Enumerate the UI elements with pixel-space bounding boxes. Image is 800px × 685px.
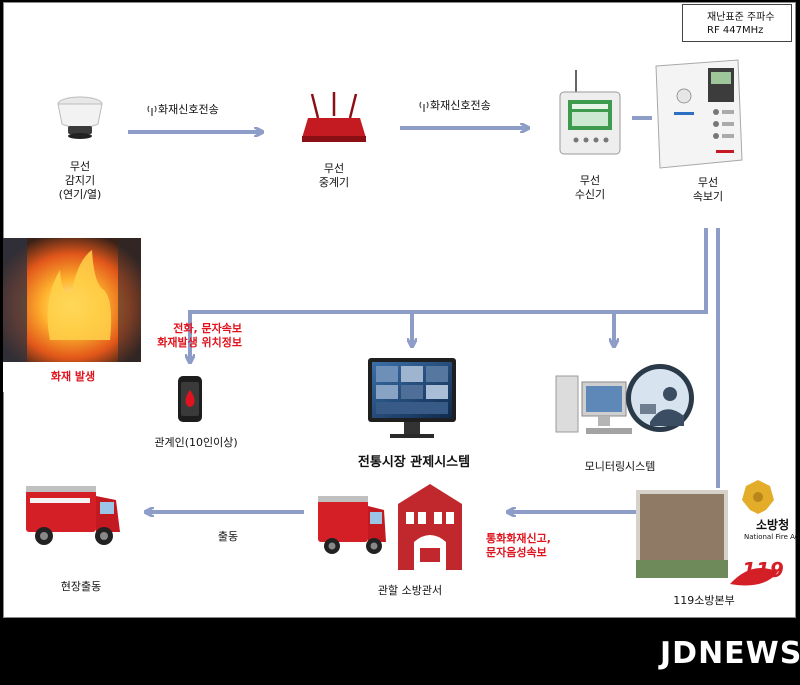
emergency-119-logo bbox=[730, 568, 778, 586]
alarm-label-line2: 속보기 bbox=[692, 190, 724, 203]
receiver-label-line2: 수신기 bbox=[574, 188, 606, 201]
signal-icon bbox=[147, 105, 157, 116]
fire-station-icon bbox=[398, 484, 462, 570]
fire-truck-icon bbox=[26, 486, 120, 545]
station-label: 관할 소방관서 bbox=[377, 584, 443, 597]
agency-name: 소방청 bbox=[756, 518, 790, 532]
notify-label: 전화, 문자속보 화재발생 위치정보 bbox=[148, 322, 242, 350]
alarm-transmitter-icon bbox=[655, 59, 743, 169]
signal-icon bbox=[419, 101, 429, 112]
stakeholder-label: 관계인(10인이상) bbox=[154, 436, 238, 449]
notify-label-line1: 전화, 문자속보 bbox=[173, 322, 242, 335]
emergency-number: 119 bbox=[742, 558, 784, 582]
hq-label: 119소방본부 bbox=[673, 594, 735, 607]
repeater-icon bbox=[302, 92, 366, 142]
diagram-graphics bbox=[3, 13, 778, 586]
arrow-alarm-distribution bbox=[190, 228, 708, 362]
alarm-label-line1: 무선 bbox=[697, 176, 719, 189]
frequency-box: 재난표준 주파수 RF 447MHz bbox=[682, 4, 792, 42]
repeater-label-line1: 무선 bbox=[323, 162, 345, 175]
repeater-label-line2: 중계기 bbox=[318, 176, 350, 189]
transmission-label-1: 화재신호전송 bbox=[158, 103, 219, 116]
monitoring-system-icon bbox=[555, 364, 694, 434]
fire-label: 화재 발생 bbox=[50, 370, 96, 383]
frequency-line1: 재난표준 주파수 bbox=[707, 12, 775, 23]
frequency-line2: RF 447MHz bbox=[707, 25, 764, 36]
receiver-label: 무선 수신기 bbox=[566, 174, 614, 202]
fire-truck-icon bbox=[318, 496, 386, 554]
detector-label-line3: (연기/열) bbox=[58, 188, 102, 201]
site-label: 현장출동 bbox=[60, 580, 102, 593]
report-label-line2: 문자음성속보 bbox=[486, 546, 547, 559]
phone-icon bbox=[178, 376, 202, 422]
alarm-label: 무선 속보기 bbox=[684, 176, 732, 204]
report-label-line1: 통화화재신고, bbox=[486, 532, 551, 545]
receiver-icon bbox=[559, 70, 621, 155]
brand-name: JDNEWS bbox=[660, 636, 800, 671]
notify-label-line2: 화재발생 위치정보 bbox=[157, 336, 242, 349]
report-label: 통화화재신고, 문자음성속보 bbox=[486, 532, 574, 560]
transmission-label-2: 화재신호전송 bbox=[430, 99, 491, 112]
fire-agency-emblem-icon bbox=[742, 480, 774, 514]
detector-label-line1: 무선 bbox=[69, 160, 91, 173]
control-monitor-icon bbox=[368, 358, 456, 438]
repeater-label: 무선 중계기 bbox=[310, 162, 358, 190]
dispatch-label: 출동 bbox=[217, 530, 239, 543]
footer-bar bbox=[0, 620, 800, 685]
receiver-label-line1: 무선 bbox=[579, 174, 601, 187]
monitoring-label: 모니터링시스템 bbox=[584, 460, 656, 473]
smoke-detector-icon bbox=[57, 96, 103, 139]
detector-label-line2: 감지기 bbox=[64, 174, 96, 187]
control-label: 전통시장 관제시스템 bbox=[357, 455, 471, 470]
hq-building-photo bbox=[636, 490, 728, 578]
agency-name-en: National Fire Agency bbox=[744, 533, 800, 541]
detector-label: 무선 감지기 (연기/열) bbox=[50, 160, 110, 202]
fire-photo bbox=[3, 238, 141, 392]
